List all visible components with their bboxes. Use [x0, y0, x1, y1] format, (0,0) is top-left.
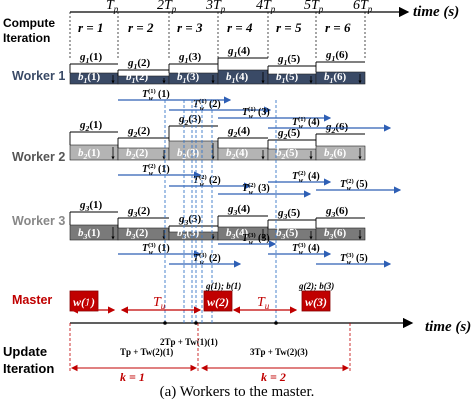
batch-label: b1(1)	[78, 71, 101, 85]
figure-caption: (a) Workers to the master.	[159, 384, 315, 400]
master-update-label: w(3)	[305, 295, 327, 309]
time-tick-label: 6Tp	[353, 0, 373, 14]
bottom-time-axis-label: time (s)	[425, 319, 471, 335]
gradient-label: g3(1)	[79, 199, 103, 213]
batch-label: b3(4)	[226, 227, 249, 241]
master-update-label: w(1)	[73, 295, 95, 309]
interval-label: Tu	[153, 295, 166, 311]
batch-label: b1(6)	[324, 71, 347, 85]
round-label: r = 3	[177, 20, 203, 35]
gradient-label: g3(2)	[127, 205, 151, 219]
batch-label: b3(2)	[126, 227, 149, 241]
latency-label: T(1)w(1)	[142, 88, 170, 102]
master-label: Master	[12, 293, 52, 307]
worker-bar-segment	[315, 227, 366, 241]
gradient-label: g2(5)	[277, 127, 301, 141]
update-iteration-label-1: Update	[3, 344, 47, 359]
gradient-label: g3(6)	[325, 205, 349, 219]
gradient-label: g1(5)	[277, 53, 301, 67]
latency-label: T(2)w(2)	[193, 174, 221, 188]
latency-label: T(2)w(5)	[340, 178, 368, 192]
update-iteration-label-2: Iteration	[3, 361, 54, 376]
gradient-label: g3(5)	[277, 207, 301, 221]
gradient-label: g1(1)	[79, 51, 103, 65]
iteration-label: k = 1	[120, 370, 145, 384]
update-tick	[194, 321, 198, 325]
batch-label: b1(3)	[177, 71, 200, 85]
gradient-label: g2(4)	[227, 125, 251, 139]
worker-bar-segment	[315, 145, 366, 161]
gradient-label: g3(4)	[227, 203, 251, 217]
batch-label: b3(6)	[324, 227, 347, 241]
latency-label: T(3)w(5)	[340, 252, 368, 266]
latency-label: T(2)w(4)	[292, 170, 320, 184]
latency-label: T(3)w(4)	[292, 242, 320, 256]
worker-label: Worker 1	[12, 69, 65, 83]
time-tick-label: Tp	[106, 0, 119, 14]
batch-label: b2(5)	[276, 147, 299, 161]
gradient-label: g2(3)	[178, 113, 202, 127]
gradient-label: g2(1)	[79, 119, 103, 133]
gradient-label: g1(2)	[127, 57, 151, 71]
master-update-block	[301, 290, 331, 312]
master-update-block	[203, 290, 233, 312]
batch-label: b3(5)	[276, 227, 299, 241]
compute-iteration-label-2: Iteration	[3, 31, 50, 45]
master-receive-label: g(2); b(3)	[298, 281, 334, 291]
latency-label: T(2)w(3)	[242, 182, 270, 196]
iteration-label: k = 2	[261, 370, 286, 384]
gradient-label: g1(6)	[325, 49, 349, 63]
round-label: r = 2	[128, 20, 154, 35]
batch-label: b1(5)	[276, 71, 299, 85]
time-tick-label: 5Tp	[304, 0, 324, 14]
master-receive-label: g(1); b(1)	[205, 281, 241, 291]
round-label: r = 4	[227, 20, 253, 35]
gradient-label: g1(4)	[227, 45, 251, 59]
worker-bar-segment	[315, 71, 366, 85]
interval-label: Tp	[85, 295, 98, 311]
batch-label: b1(4)	[226, 71, 249, 85]
time-tick-label: 2Tp	[157, 0, 177, 14]
round-label: r = 6	[325, 20, 351, 35]
update-tick	[274, 321, 278, 325]
time-tick-label: 3Tp	[205, 0, 226, 14]
batch-label: b2(3)	[177, 147, 200, 161]
batch-label: b3(3)	[177, 227, 200, 241]
batch-label: b2(4)	[226, 147, 249, 161]
compute-iteration-label-1: Compute	[3, 16, 55, 30]
update-time-label: 2Tp + Tw(1)(1)	[160, 337, 218, 347]
batch-label: b3(1)	[78, 227, 101, 241]
gradient-label: g2(6)	[325, 121, 349, 135]
update-time-label: Tp + Tw(2)(1)	[120, 347, 173, 357]
interval-label: Tu	[257, 295, 270, 311]
latency-label: T(1)w(4)	[292, 116, 320, 130]
top-time-axis-label: time (s)	[413, 4, 459, 20]
batch-label: b1(2)	[126, 71, 149, 85]
batch-label: b2(6)	[324, 147, 347, 161]
gradient-label: g1(3)	[178, 51, 202, 65]
update-time-label: 3Tp + Tw(2)(3)	[250, 347, 308, 357]
round-label: r = 1	[78, 20, 103, 35]
worker-label: Worker 3	[12, 214, 65, 228]
gradient-label: g3(3)	[178, 213, 202, 227]
batch-label: b2(2)	[126, 147, 149, 161]
latency-label: T(1)w(2)	[193, 98, 221, 112]
latency-label: T(3)w(3)	[242, 232, 270, 246]
round-label: r = 5	[276, 20, 302, 35]
latency-label: T(3)w(1)	[142, 242, 170, 256]
time-tick-label: 4Tp	[256, 0, 276, 14]
latency-label: T(1)w(3)	[242, 106, 270, 120]
batch-label: b2(1)	[78, 147, 101, 161]
update-tick	[163, 321, 167, 325]
gradient-label: g2(2)	[127, 125, 151, 139]
latency-label: T(2)w(1)	[142, 163, 170, 177]
worker-label: Worker 2	[12, 150, 65, 164]
master-update-label: w(2)	[207, 295, 229, 309]
